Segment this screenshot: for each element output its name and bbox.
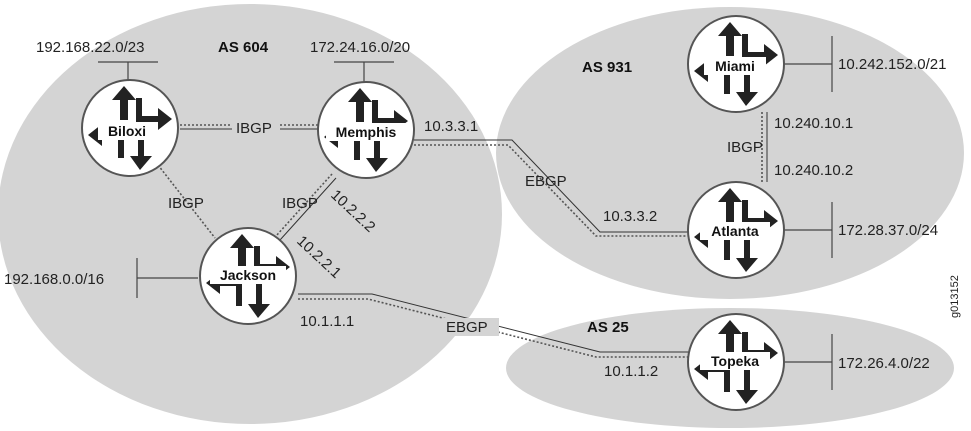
session-jackson-topeka: EBGP [446,319,488,336]
prefix-atlanta: 172.28.37.0/24 [838,222,938,239]
session-biloxi-jackson: IBGP [168,195,204,212]
router-miami-label: Miami [715,58,755,74]
addr-topeka-ebgp: 10.1.1.2 [604,363,658,380]
addr-memphis-ebgp: 10.3.3.1 [424,118,478,135]
router-biloxi: Biloxi [81,79,179,177]
router-atlanta-label: Atlanta [711,223,759,239]
as-604-label: AS 604 [218,39,269,56]
router-topeka: Topeka [687,313,785,411]
addr-jackson-ebgp: 10.1.1.1 [300,313,354,330]
as-931-label: AS 931 [582,59,632,76]
addr-atlanta-ibgp: 10.240.10.2 [774,162,853,179]
prefix-jackson: 192.168.0.0/16 [4,271,104,288]
prefix-topeka: 172.26.4.0/22 [838,355,930,372]
figure-id: g013152 [949,275,961,318]
prefix-miami: 10.242.152.0/21 [838,56,946,73]
as-604-region [0,4,502,424]
session-biloxi-memphis: IBGP [236,120,272,137]
router-topeka-label: Topeka [711,353,759,369]
addr-atlanta-ebgp: 10.3.3.2 [603,208,657,225]
prefix-stubs [98,36,833,390]
session-memphis-jackson: IBGP [282,195,318,212]
router-biloxi-label: Biloxi [108,123,146,139]
addr-miami-ibgp: 10.240.10.1 [774,115,853,132]
session-miami-atlanta: IBGP [727,139,763,156]
router-memphis: Memphis [317,81,415,179]
as-931-region [496,7,964,299]
router-memphis-label: Memphis [336,124,397,140]
router-jackson-label: Jackson [220,267,276,283]
prefix-biloxi: 192.168.22.0/23 [36,39,144,56]
router-jackson: Jackson [199,227,297,325]
as-25-label: AS 25 [587,319,629,336]
router-miami: Miami [687,15,785,113]
session-memphis-atlanta: EBGP [525,173,567,190]
router-atlanta: Atlanta [687,181,785,279]
prefix-memphis: 172.24.16.0/20 [310,39,410,56]
